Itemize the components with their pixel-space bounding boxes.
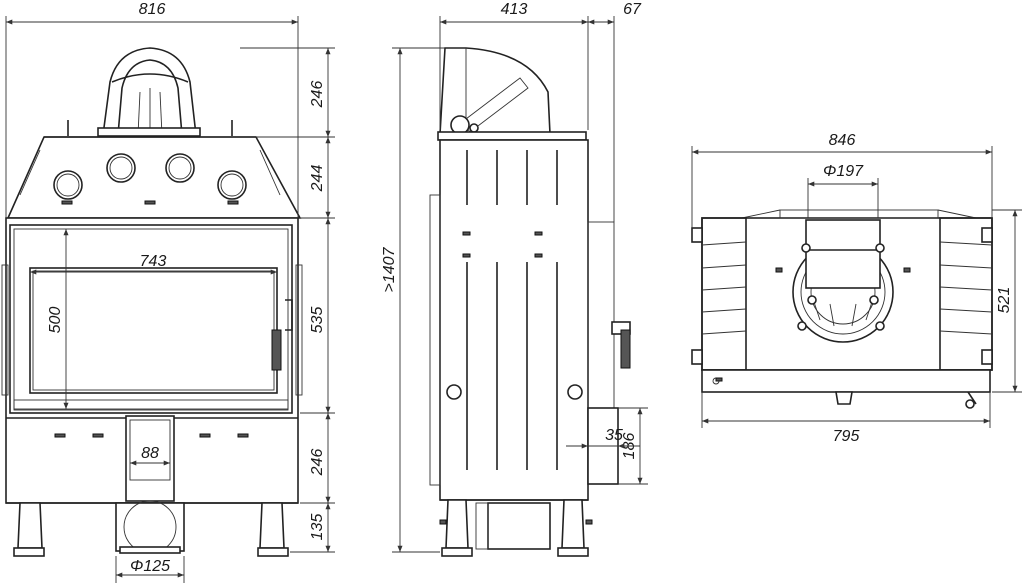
door-handle bbox=[271, 329, 282, 371]
dim-glass-height: 500 bbox=[47, 307, 64, 334]
air-inlet-channel bbox=[125, 415, 175, 502]
dim-top-width: 846 bbox=[829, 132, 856, 149]
vent-hole bbox=[53, 170, 83, 200]
dim-base-width: 795 bbox=[833, 428, 860, 445]
dim-top-height: 246 bbox=[309, 81, 326, 109]
side-dimensions: 413 67 >1407 186 35 bbox=[381, 1, 648, 553]
top-view bbox=[691, 209, 993, 409]
dim-total-height: >1407 bbox=[381, 246, 398, 292]
dim-handle-offset: 35 bbox=[605, 427, 623, 444]
dim-inlet-width: 88 bbox=[141, 445, 159, 462]
front-hood bbox=[6, 136, 302, 219]
front-legs bbox=[13, 502, 289, 557]
dim-leg-height: 135 bbox=[309, 514, 326, 541]
side-air-inlet bbox=[487, 502, 551, 550]
front-dimensions: 816 246 244 535 246 135 743 500 88 Φ125 bbox=[5, 1, 335, 583]
side-handle bbox=[620, 329, 631, 369]
front-door bbox=[1, 224, 303, 414]
vent-hole bbox=[106, 153, 136, 183]
vent-hole bbox=[165, 153, 195, 183]
dim-hood-height: 244 bbox=[309, 165, 326, 193]
top-fins-left bbox=[701, 241, 747, 335]
front-flue-collar bbox=[97, 47, 201, 137]
vent-hole bbox=[217, 170, 247, 200]
top-flue-ring bbox=[792, 219, 894, 343]
side-body bbox=[439, 139, 589, 501]
side-view bbox=[429, 47, 631, 557]
air-inlet-pipe bbox=[115, 500, 185, 554]
dim-top-depth: 521 bbox=[996, 287, 1013, 314]
dim-front-width: 816 bbox=[139, 1, 166, 18]
dim-rear-offset: 67 bbox=[623, 1, 642, 18]
side-flue bbox=[437, 47, 587, 141]
dim-base-height: 246 bbox=[309, 449, 326, 477]
dim-glass-width: 743 bbox=[140, 253, 167, 270]
dim-flue-diameter: Φ197 bbox=[823, 163, 864, 180]
front-view bbox=[1, 47, 303, 557]
dim-inlet-diameter: Φ125 bbox=[130, 558, 170, 575]
dim-side-depth: 413 bbox=[501, 1, 528, 18]
top-dimensions: 846 Φ197 521 795 bbox=[691, 132, 1022, 445]
top-fins-right bbox=[939, 241, 993, 335]
dim-door-height: 535 bbox=[309, 307, 326, 334]
